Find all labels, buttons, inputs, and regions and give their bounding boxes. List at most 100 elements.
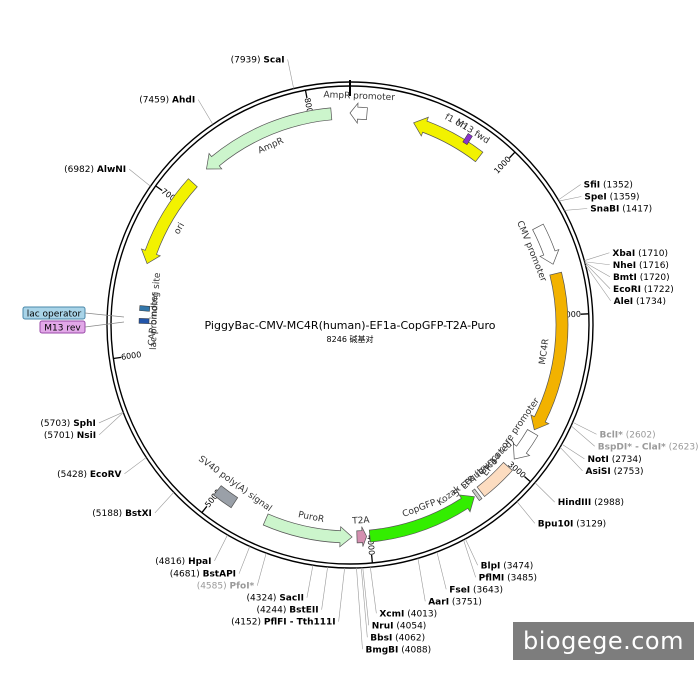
site-ahdi[interactable]: (7459) AhdI [139, 96, 214, 125]
site-label: AsiSI (2753) [586, 467, 644, 477]
site-sphi[interactable]: (5703) SphI [40, 411, 124, 429]
t2a-feature[interactable]: T2A [351, 516, 371, 547]
mc4r-feature[interactable]: MC4R [530, 271, 569, 431]
site-pfoi-[interactable]: (4585) PfoI* [197, 553, 267, 592]
cmv-promoter-arc [532, 223, 560, 265]
site-leader [321, 566, 328, 610]
m13-rev-callout[interactable]: M13 rev [39, 320, 125, 334]
site-aari[interactable]: AarI (3751) [417, 558, 482, 607]
site-leader [570, 425, 595, 447]
lac-promoter-marker [138, 318, 150, 324]
site-ecori[interactable]: EcoRI (1722) [584, 262, 674, 295]
site-label: BmgBI (4088) [365, 645, 431, 655]
site-label: BspDI* - ClaI* (2623) [598, 442, 699, 452]
site-blpi[interactable]: BlpI (3474) [465, 538, 533, 571]
site-nsii[interactable]: (5701) NsiI [44, 412, 124, 441]
site-leader [356, 567, 363, 650]
site-leader [360, 567, 368, 638]
site-label: BmtI (1720) [613, 273, 670, 283]
ampr-promoter-label: AmpR promoter [323, 90, 395, 103]
m13-fwd-marker [462, 133, 473, 145]
site-leader [417, 558, 426, 602]
ampr-promoter-feature[interactable]: AmpR promoter [323, 90, 395, 125]
site-leader [572, 422, 597, 435]
sv40-arc [213, 485, 239, 509]
site-snabi[interactable]: SnaBI (1417) [564, 205, 652, 215]
site-nrui[interactable]: NruI (4054) [362, 567, 427, 632]
site-nhei[interactable]: NheI (1716) [584, 261, 669, 271]
site-label: NruI (4054) [372, 621, 427, 631]
site-bcli-[interactable]: BclI* (2602) [572, 422, 656, 440]
site-bspdi-clai-[interactable]: BspDI* - ClaI* (2623) [570, 425, 699, 452]
site-hpai[interactable]: (4816) HpaI [155, 534, 228, 567]
tick-label-6000: 6000 [120, 350, 141, 362]
ori-arc [140, 178, 198, 265]
site-xbai[interactable]: XbaI (1710) [584, 249, 668, 261]
site-xcmi[interactable]: XcmI (4013) [370, 567, 437, 619]
site-pflfi-tth111i[interactable]: (4152) PflFI - Tth111I [231, 567, 345, 628]
site-spei[interactable]: SpeI (1359) [558, 193, 640, 203]
site-leader [561, 443, 585, 460]
lac-operator-label: lac operator [27, 310, 82, 320]
site-leader [154, 492, 174, 514]
site-leader [370, 567, 377, 614]
site-bmgbi[interactable]: BmgBI (4088) [356, 567, 431, 655]
site-asisi[interactable]: AsiSI (2753) [559, 446, 644, 477]
lac-promoter-feature[interactable]: lac promoter [138, 292, 160, 350]
site-hindiii[interactable]: HindIII (2988) [534, 482, 624, 508]
site-label: AarI (3751) [428, 597, 482, 607]
site-pflmi[interactable]: PflMI (3485) [463, 539, 538, 583]
site-leader [465, 538, 478, 566]
tick-8000 [304, 90, 308, 99]
site-leader [558, 184, 581, 201]
site-sacii[interactable]: (4324) SacII [247, 565, 314, 604]
site-leader [516, 501, 536, 524]
site-fsei[interactable]: FseI (3643) [436, 551, 503, 595]
site-leader [558, 196, 582, 202]
site-bstapi[interactable]: (4681) BstAPI [170, 546, 251, 580]
cmv-promoter-feature[interactable]: CMV promoter [514, 219, 560, 284]
site-label: SpeI (1359) [584, 193, 639, 203]
site-sfii[interactable]: SfiI (1352) [558, 181, 633, 201]
site-leader [214, 534, 228, 561]
puror-label: PuroR [297, 510, 325, 525]
site-label: (4816) HpaI [155, 557, 211, 567]
site-scai[interactable]: (7939) ScaI [231, 55, 294, 89]
site-alwni[interactable]: (6982) AlwNI [64, 165, 151, 187]
site-bstxi[interactable]: (5188) BstXI [92, 492, 174, 519]
site-ecorv[interactable]: (5428) EcoRV [57, 457, 147, 480]
site-leader [128, 168, 151, 187]
site-leader [362, 567, 370, 626]
site-bsteii[interactable]: (4244) BstEII [256, 566, 328, 616]
site-label: (5188) BstXI [92, 509, 152, 519]
site-label: BclI* (2602) [600, 430, 656, 440]
t2a-label: T2A [351, 516, 371, 527]
site-bpu10i[interactable]: Bpu10I (3129) [516, 501, 606, 530]
site-label: (4585) PfoI* [197, 582, 255, 592]
site-label: (5701) NsiI [44, 431, 96, 441]
site-label: (4324) SacII [247, 594, 304, 604]
site-alei[interactable]: AleI (1734) [585, 264, 666, 307]
site-label: (5428) EcoRV [57, 470, 121, 480]
site-noti[interactable]: NotI (2734) [561, 443, 642, 465]
site-leader [287, 59, 294, 89]
ampr-promoter-arc [349, 102, 368, 125]
site-label: SnaBI (1417) [590, 205, 652, 215]
kozak-arc [471, 488, 483, 502]
puror-feature[interactable]: PuroR [262, 510, 353, 548]
restriction-sites: SfiI (1352)SpeI (1359) SnaBI (1417) XbaI (… [40, 55, 698, 655]
site-label: (7459) AhdI [139, 96, 195, 106]
site-label: (5703) SphI [40, 419, 95, 429]
site-leader [559, 446, 583, 472]
lac-operator-callout[interactable]: lac operator [22, 306, 125, 320]
site-label: (4681) BstAPI [170, 570, 236, 580]
copgfp-feature[interactable]: CopGFP [368, 494, 475, 543]
site-label: AleI (1734) [614, 297, 666, 307]
ori-label: ori [173, 221, 187, 236]
site-bbsi[interactable]: BbsI (4062) [360, 567, 425, 644]
site-leader [584, 262, 611, 289]
site-bmti[interactable]: BmtI (1720) [584, 262, 670, 283]
t2a-arc [356, 526, 368, 547]
ampr-arc [206, 107, 333, 170]
